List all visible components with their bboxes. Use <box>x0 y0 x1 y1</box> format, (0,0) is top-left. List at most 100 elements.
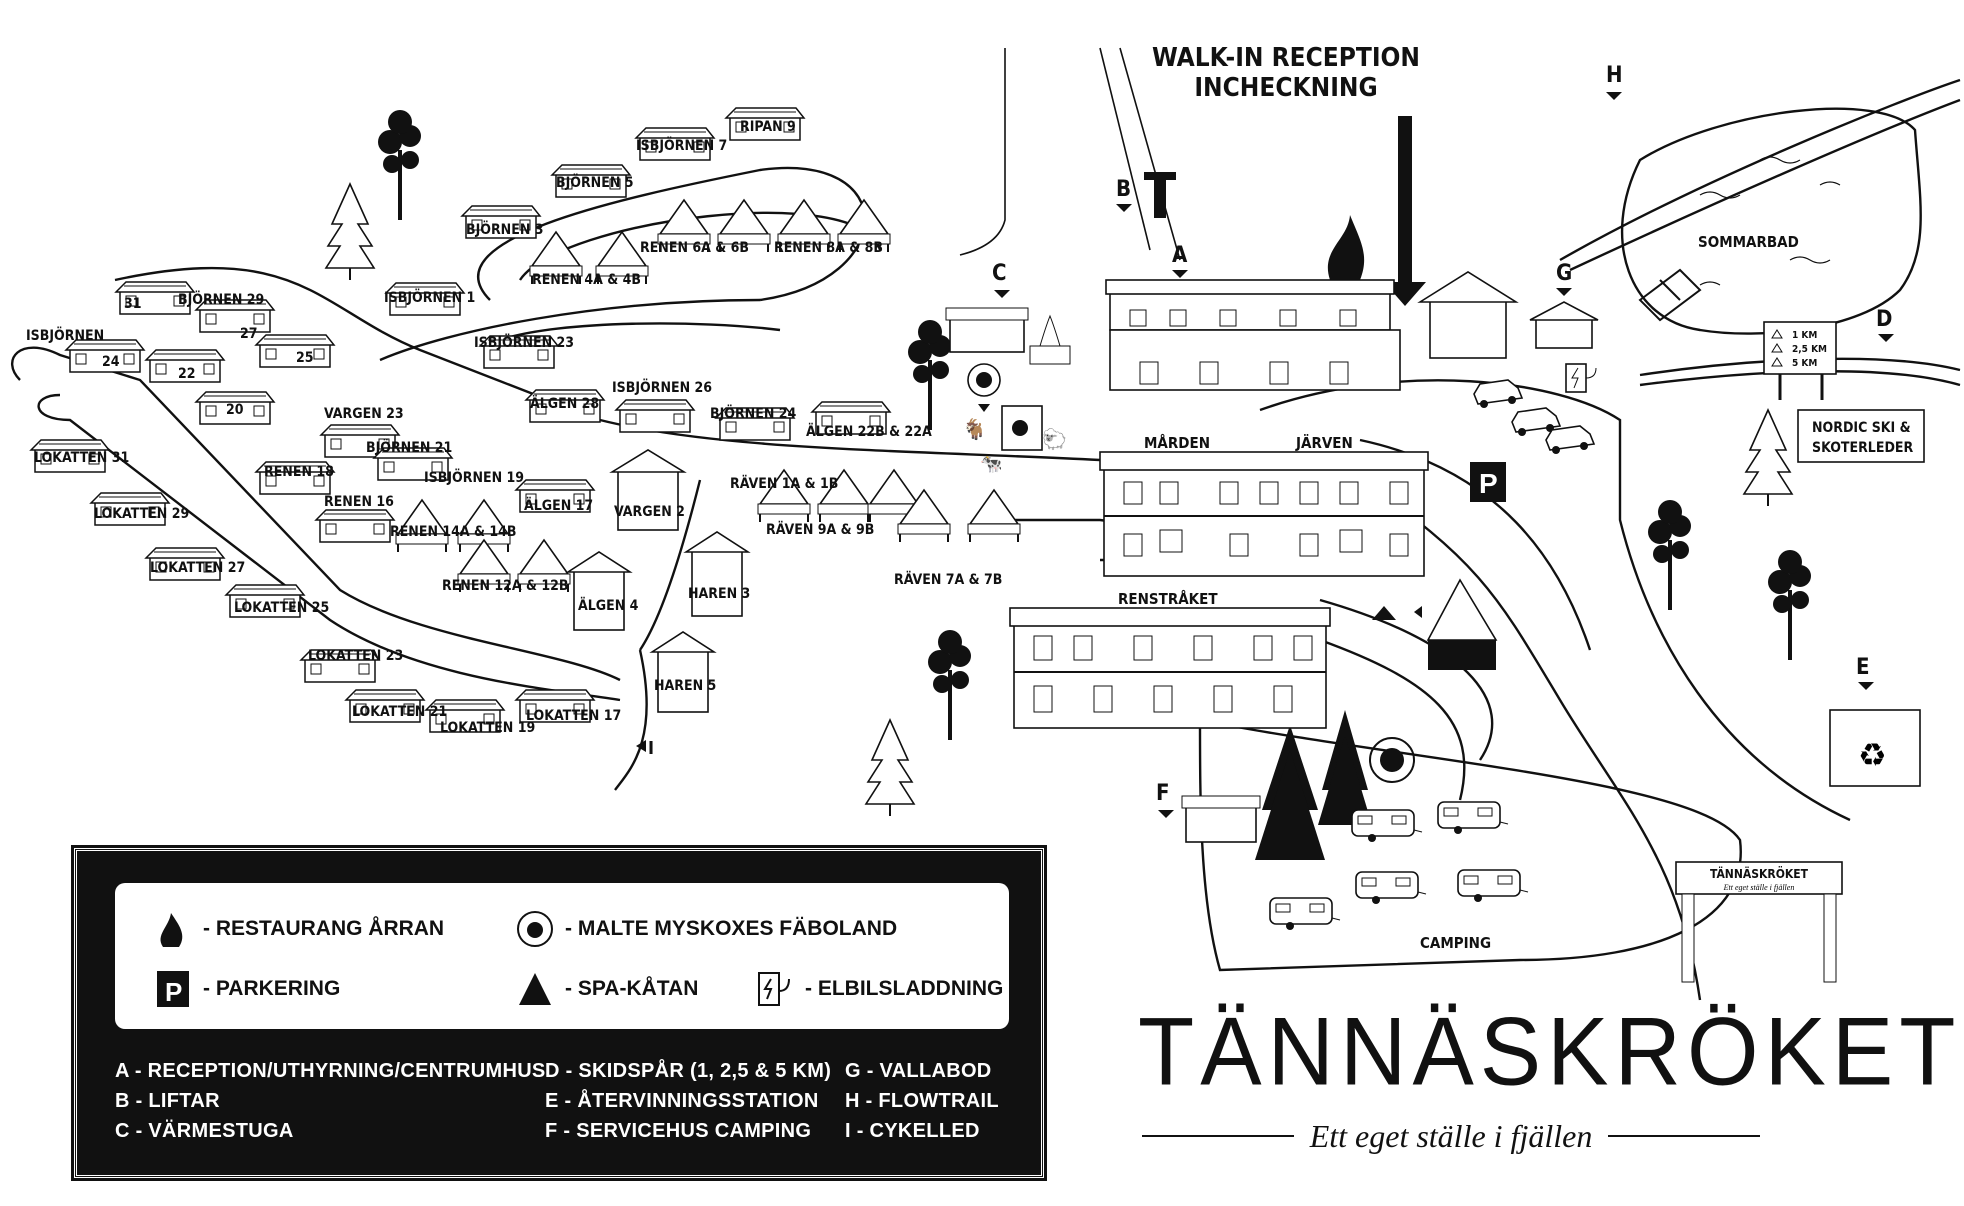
ski-sign-1km: 1 KM <box>1792 330 1817 341</box>
building-marden-jarven <box>1099 451 1429 577</box>
gate-title: TÄNNÄSKRÖKET <box>1710 866 1809 881</box>
legend-spa-label: - SPA-KÅTAN <box>565 977 699 1000</box>
reception-arrow-icon <box>1384 116 1426 306</box>
legend-column-2: D - SKIDSPÅR (1, 2,5 & 5 KM) E - ÅTERVIN… <box>545 1056 831 1146</box>
recycling-e: E ♻ <box>1829 655 1921 787</box>
label-vargen2: VARGEN 2 <box>614 504 685 520</box>
brand-rule-left <box>1142 1135 1294 1137</box>
building-a-reception: A <box>1105 243 1401 391</box>
label-24: 24 <box>102 354 120 370</box>
faboland-badge-icon <box>517 911 553 947</box>
legend-ev-label: - ELBILSLADDNING <box>805 977 1004 1000</box>
label-isbjornen23: ISBJÖRNEN 23 <box>474 333 574 351</box>
label-lokatten27: LOKATTEN 27 <box>150 560 245 576</box>
spa-kata <box>1372 578 1498 670</box>
jetty-icon <box>1638 268 1702 322</box>
restaurant-flame-icon <box>1327 215 1365 280</box>
legend-restaurant-label: - RESTAURANG ÅRRAN <box>203 917 445 940</box>
cycle-route-i: I <box>636 738 654 759</box>
house-haren3 <box>683 531 751 617</box>
label-isbjornen1: ISBJÖRNEN 1 <box>384 288 475 306</box>
label-renen16: RENEN 16 <box>324 494 394 510</box>
label-haren5: HAREN 5 <box>654 678 716 694</box>
legend-fabo-label: - MALTE MYSKOXES FÄBOLAND <box>565 917 898 940</box>
d-marker-icon <box>1878 334 1894 342</box>
reception-label-line1: WALK-IN RECEPTION <box>1152 43 1420 73</box>
house-haren5 <box>649 631 717 713</box>
legend-ev: - ELBILSLADDNING <box>755 969 1003 1009</box>
label-bjornen3: BJÖRNEN 3 <box>466 220 544 238</box>
label-lokatten23: LOKATTEN 23 <box>308 648 403 664</box>
label-renen4: RENEN 4A & 4B <box>532 272 641 288</box>
parking-area: P <box>1470 379 1595 502</box>
label-raven9: RÄVEN 9A & 9B <box>766 521 874 538</box>
letter-h: H <box>1606 63 1623 88</box>
ski-sign-5km: 5 KM <box>1792 358 1817 369</box>
label-raven7: RÄVEN 7A & 7B <box>894 571 1002 588</box>
faboland-area: 🐐 🐑 🐄 <box>962 363 1067 474</box>
label-27: 27 <box>240 326 258 342</box>
flame-icon <box>160 913 183 947</box>
label-haren3: HAREN 3 <box>688 586 750 602</box>
reception-label-line2: INCHECKNING <box>1194 73 1377 103</box>
h-marker-icon <box>1606 92 1622 100</box>
lake-sommarbad <box>1620 107 1922 335</box>
label-algen22: ÄLGEN 22B & 22A <box>806 423 932 440</box>
legend-parking-label: - PARKERING <box>203 977 341 1000</box>
letter-i: I <box>648 738 654 759</box>
legend-key-b: B - LIFTAR <box>115 1090 220 1112</box>
letter-e: E <box>1856 655 1870 680</box>
legend-column-3: G - VALLABOD H - FLOWTRAIL I - CYKELLED <box>845 1056 999 1146</box>
parking-symbol: P <box>1479 468 1498 499</box>
letter-b: B <box>1116 177 1131 202</box>
ev-charging-icon <box>1565 363 1597 393</box>
gate-sign: TÄNNÄSKRÖKET Ett eget ställe i fjällen <box>1675 861 1843 983</box>
legend-symbols: - RESTAURANG ÅRRAN - MALTE MYSKOXES FÄBO… <box>115 883 1009 1029</box>
camping-label: CAMPING <box>1420 934 1491 952</box>
recycling-icon: ♻ <box>1858 737 1887 773</box>
label-20: 20 <box>226 402 244 418</box>
label-lokatten29: LOKATTEN 29 <box>94 506 189 522</box>
nordic-label-line1: NORDIC SKI & <box>1812 420 1911 436</box>
vallabod-g: G <box>1529 261 1599 349</box>
lake-ripples <box>1699 156 1841 286</box>
cabin-labels: RIPAN 9 ISBJÖRNEN 7 BJÖRNEN 5 BJÖRNEN 3 … <box>26 119 1002 736</box>
label-lokatten31: LOKATTEN 31 <box>34 450 129 466</box>
legend-parking: P - PARKERING <box>153 969 340 1009</box>
label-renen12: RENEN 12A & 12B <box>442 578 569 594</box>
sommarbad-label: SOMMARBAD <box>1698 233 1799 251</box>
label-bjornen29: BJÖRNEN 29 <box>178 290 264 308</box>
tent-icon <box>519 973 551 1005</box>
label-lokatten21: LOKATTEN 21 <box>352 704 447 720</box>
nordic-label-line2: SKOTERLEDER <box>1812 440 1914 456</box>
label-31: 31 <box>124 296 142 312</box>
ev-charger-icon <box>758 972 790 1006</box>
label-22: 22 <box>178 366 196 382</box>
legend-key-c: C - VÄRMESTUGA <box>115 1120 294 1142</box>
gate-subtitle: Ett eget ställe i fjällen <box>1723 883 1795 892</box>
legend-key-i: I - CYKELLED <box>845 1120 980 1142</box>
brand-subtitle-row: Ett eget ställe i fjällen <box>1142 1116 1761 1156</box>
barn-building <box>1417 271 1519 359</box>
letter-c: C <box>992 261 1007 286</box>
letter-d: D <box>1876 307 1892 332</box>
building-renstraket <box>1009 607 1331 729</box>
label-lokatten25: LOKATTEN 25 <box>234 600 329 616</box>
calf-icon: 🐄 <box>980 454 1002 474</box>
label-lokatten19: LOKATTEN 19 <box>440 720 535 736</box>
sheep-icon: 🐑 <box>1042 427 1067 451</box>
nordic-ski-sign: NORDIC SKI & SKOTERLEDER <box>1797 409 1925 463</box>
label-bjornen24: BJÖRNEN 24 <box>710 404 797 422</box>
ski-sign-25km: 2,5 KM <box>1792 344 1827 355</box>
label-isbjornen7: ISBJÖRNEN 7 <box>636 136 727 154</box>
legend-key-g: G - VALLABOD <box>845 1060 992 1082</box>
camping-area <box>1269 737 1529 931</box>
legend-key-e: E - ÅTERVINNINGSSTATION <box>545 1090 819 1112</box>
marden-label: MÅRDEN <box>1144 433 1210 452</box>
ski-distance-sign: 1 KM 2,5 KM 5 KM <box>1763 321 1837 400</box>
legend-panel: - RESTAURANG ÅRRAN - MALTE MYSKOXES FÄBO… <box>71 845 1047 1181</box>
legend-spa: - SPA-KÅTAN <box>515 969 698 1009</box>
jarven-label: JÄRVEN <box>1295 433 1353 452</box>
brand-rule-right <box>1608 1135 1761 1137</box>
